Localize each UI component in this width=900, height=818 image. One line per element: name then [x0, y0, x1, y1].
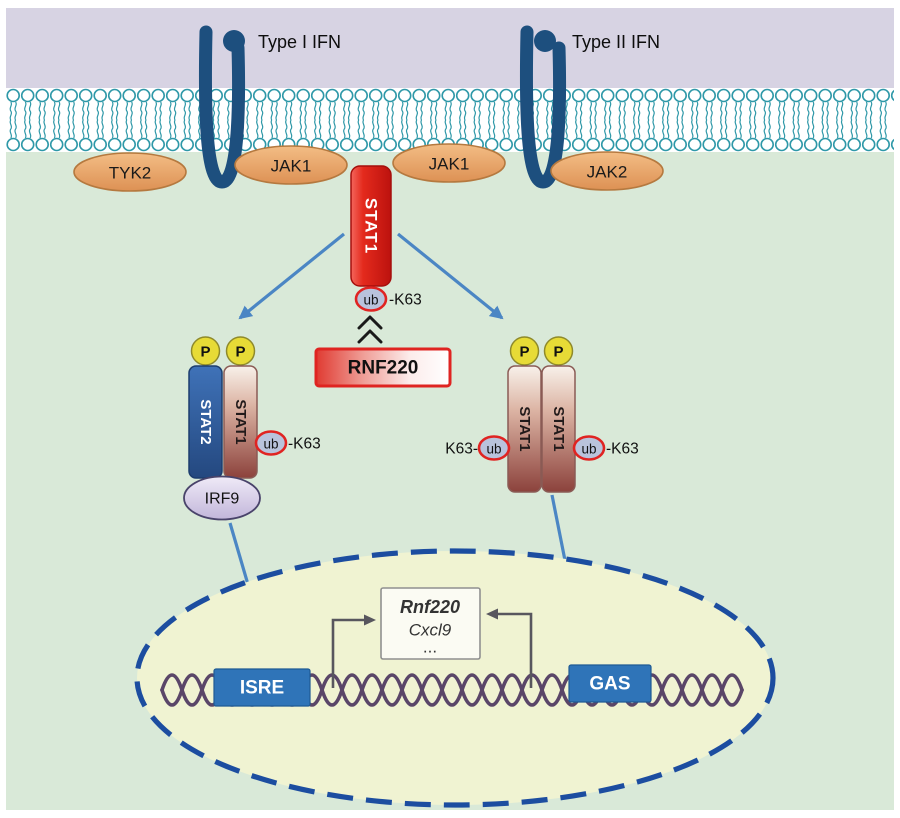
- type1-ifn-receptor: [198, 25, 246, 189]
- target-gene-cxcl9: Cxcl9: [409, 621, 452, 640]
- transcription-arrow-right: [495, 612, 533, 688]
- gaf-complex: P P STAT1 STAT1 K63- ub ub -K63: [445, 336, 639, 493]
- ubiquitin-label-gaf-right: ub: [581, 442, 596, 457]
- ubiquitin-label-isgf3: ub: [263, 437, 278, 452]
- gas-box: [568, 664, 652, 703]
- phospho-badge: [509, 336, 540, 366]
- jak1-left-ellipse: [234, 145, 348, 185]
- jak2-label: JAK2: [587, 163, 628, 182]
- gas-label: GAS: [589, 674, 630, 695]
- arrow-stat1-to-isgf3: [238, 232, 346, 320]
- stat1-label-gaf-left: STAT1: [516, 406, 533, 451]
- stat1-receptor-label: STAT1: [362, 198, 381, 254]
- stat1-receptor-box: [350, 165, 392, 287]
- k63-site-label-gaf-right: -K63: [606, 441, 639, 458]
- stat1-box-gaf-right: [541, 365, 576, 493]
- irf9-ellipse: [183, 475, 261, 521]
- phospho-badge: [190, 336, 221, 366]
- ubiquitin-label-gaf-left: ub: [486, 442, 501, 457]
- phospho-badge: [543, 336, 574, 366]
- phospho-label: P: [235, 344, 245, 361]
- receptor-stat1-complex: STAT1 ub -K63: [350, 165, 422, 312]
- isre-label: ISRE: [240, 678, 284, 699]
- promotion-chevron-upper: [357, 315, 383, 330]
- isre-box: [213, 668, 311, 707]
- transcription-arrow-left: [331, 618, 367, 688]
- stat2-label: STAT2: [197, 399, 214, 444]
- tyk2-label: TYK2: [109, 164, 152, 183]
- promotion-chevron-lower: [357, 329, 383, 344]
- transcription-arrowhead-left: [364, 614, 376, 626]
- ubiquitin-badge-gaf-left: [477, 435, 511, 461]
- phospho-badge: [225, 336, 256, 366]
- jak1-right-ellipse: [392, 143, 506, 183]
- target-genes-box: [380, 587, 481, 660]
- type2-ifn-label: Type II IFN: [572, 32, 660, 52]
- tyk2-ellipse: [73, 152, 187, 192]
- type2-ifn-ligand: [534, 30, 556, 52]
- jak2-ellipse: [550, 151, 664, 191]
- k63-site-label-center: -K63: [389, 292, 422, 309]
- rnf220-box: [314, 347, 452, 388]
- phospho-label: P: [553, 344, 563, 361]
- type2-ifn-receptor: [519, 25, 567, 189]
- target-gene-ellipsis: ...: [423, 638, 437, 657]
- plasma-membrane-lipid-bilayer: [6, 88, 894, 152]
- jak1-left-label: JAK1: [271, 157, 312, 176]
- type1-ifn-ligand: [223, 30, 245, 52]
- ubiquitin-badge-isgf3: [254, 430, 288, 456]
- jak1-right-label: JAK1: [429, 155, 470, 174]
- nucleus: ISRE GAS Rnf220 Cxcl9 ...: [134, 548, 776, 808]
- type1-ifn-label: Type I IFN: [258, 32, 341, 52]
- rnf220-group: RNF220: [314, 315, 452, 388]
- k63-site-label-isgf3: -K63: [288, 436, 321, 453]
- stat1-box-gaf-left: [507, 365, 542, 493]
- rnf220-label: RNF220: [348, 358, 419, 379]
- isgf3-complex: P P STAT2 STAT1 ub -K63 IRF9: [183, 336, 321, 521]
- phospho-label: P: [200, 344, 210, 361]
- extracellular-region: [6, 8, 894, 88]
- ubiquitin-badge-gaf-right: [572, 435, 606, 461]
- transcription-arrowhead-right: [486, 608, 498, 620]
- stat1-label-gaf-right: STAT1: [550, 406, 567, 451]
- stat1-box-isgf3: [223, 365, 258, 479]
- stat1-label-isgf3: STAT1: [232, 399, 249, 444]
- k63-site-label-gaf-left: K63-: [445, 441, 478, 458]
- ubiquitin-label-center: ub: [363, 293, 378, 308]
- phospho-label: P: [519, 344, 529, 361]
- ubiquitin-badge-center: [354, 286, 388, 312]
- arrow-stat1-to-gaf: [396, 232, 504, 320]
- membrane-kinases: TYK2 JAK1 JAK1 JAK2: [73, 143, 664, 192]
- irf9-label: IRF9: [205, 491, 240, 508]
- target-gene-rnf220: Rnf220: [400, 597, 460, 617]
